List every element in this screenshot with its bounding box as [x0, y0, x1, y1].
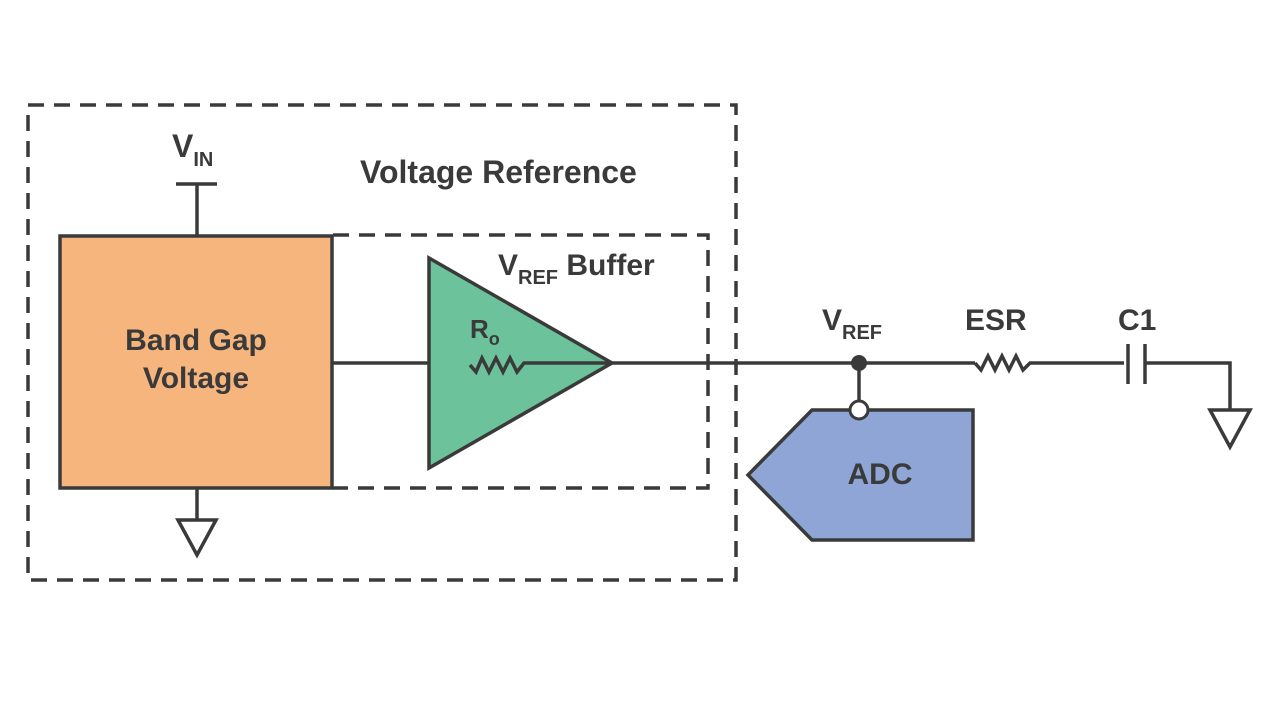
- esr-resistor-icon: [973, 352, 1124, 374]
- adc-ref-pin: [848, 399, 870, 421]
- buffer-amplifier: [427, 254, 616, 472]
- esr-label: ESR: [965, 304, 1027, 337]
- band-gap-block: [58, 234, 334, 490]
- adc-block: [745, 408, 975, 542]
- ro-label: Ro: [470, 314, 500, 349]
- band-gap-label-line1: Band Gap: [125, 324, 267, 357]
- c1-label: C1: [1118, 304, 1156, 337]
- vref-node-label: VREF: [822, 304, 882, 344]
- vin-label: VIN: [172, 128, 213, 171]
- ground-icon: [175, 518, 219, 559]
- adc-label: ADC: [848, 458, 913, 491]
- band-gap-label-line2: Voltage: [143, 362, 249, 395]
- ground-icon: [1207, 408, 1253, 451]
- voltage-reference-boundary: [26, 103, 738, 582]
- vref-buffer-label: VREF Buffer: [498, 249, 655, 289]
- voltage-reference-label: Voltage Reference: [360, 154, 637, 190]
- ro-resistor-icon: [468, 353, 612, 376]
- c1-ground-wire: [1145, 361, 1232, 410]
